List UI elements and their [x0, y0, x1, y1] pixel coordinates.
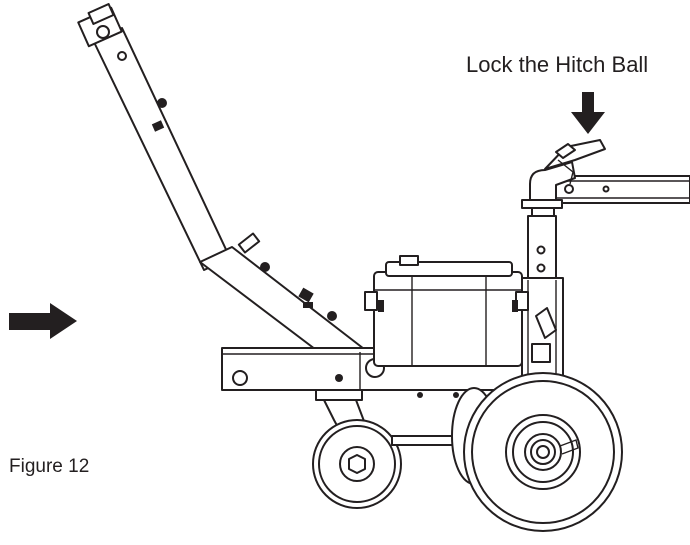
callout-label: Lock the Hitch Ball — [466, 52, 649, 77]
arrow-down-icon — [571, 92, 605, 134]
arrow-right-icon — [9, 303, 77, 339]
battery-box — [364, 255, 529, 367]
drive-wheel — [463, 372, 623, 532]
trailer-tongue — [529, 139, 690, 204]
handle — [77, 3, 369, 369]
hitch-post — [520, 215, 564, 379]
hitch-ball-mount — [521, 199, 563, 217]
caster-wheel — [312, 389, 459, 509]
figure-caption: Figure 12 — [9, 456, 90, 477]
